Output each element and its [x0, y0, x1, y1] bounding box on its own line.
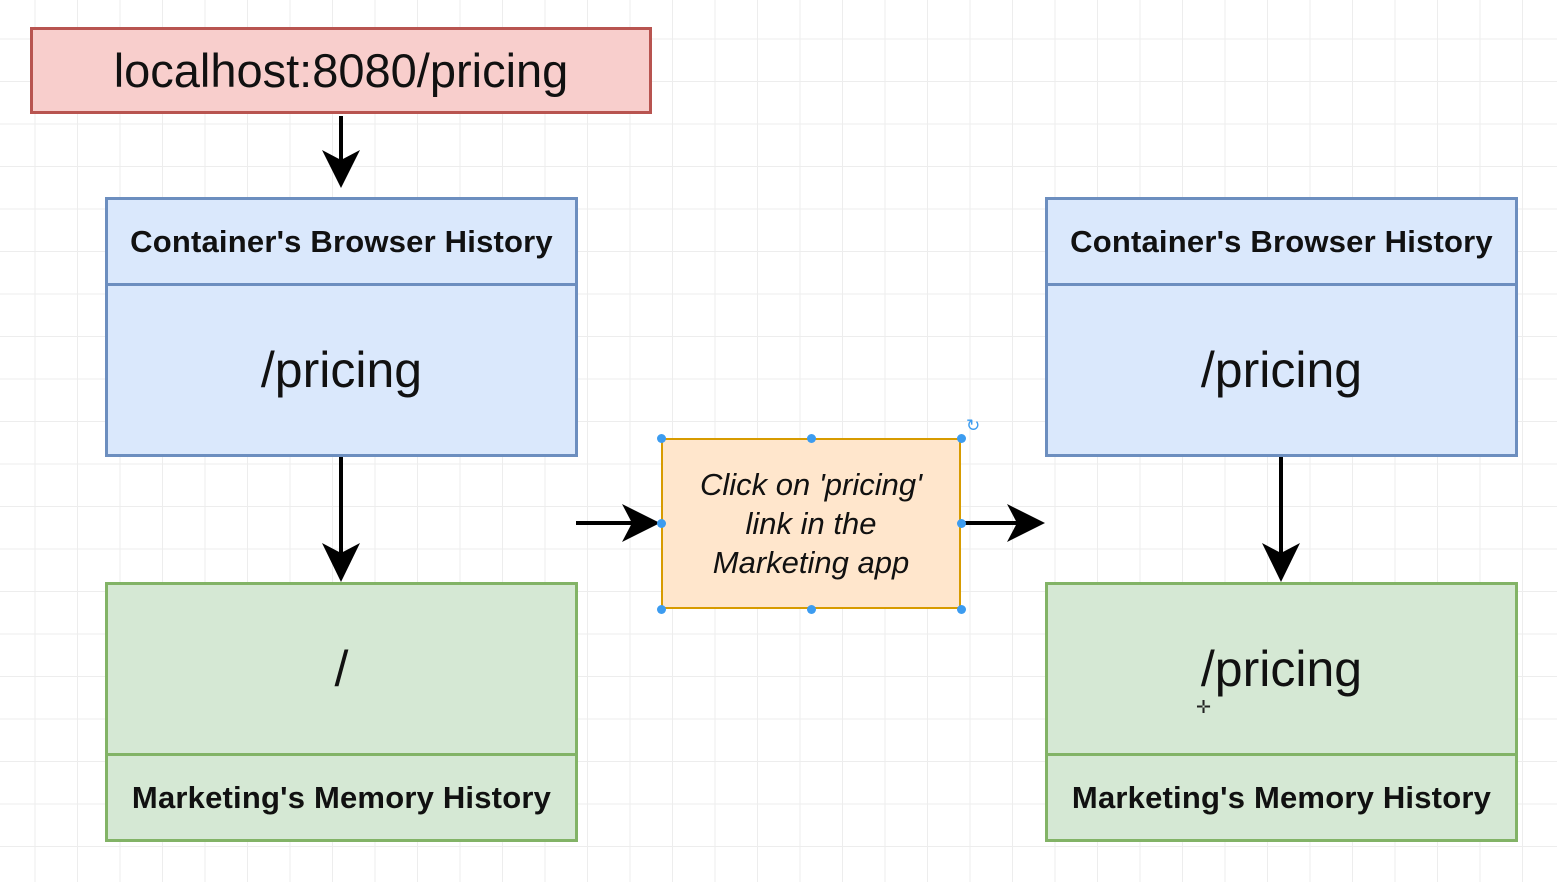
- event-line-3: Marketing app: [712, 545, 910, 580]
- right-memory-history-value: /pricing: [1200, 641, 1363, 697]
- resize-handle-bottom-right[interactable]: [957, 605, 966, 614]
- left-browser-history-value-box[interactable]: /pricing: [105, 283, 578, 457]
- right-browser-history-value: /pricing: [1200, 342, 1363, 398]
- left-browser-history-value: /pricing: [260, 342, 423, 398]
- right-browser-history-value-box[interactable]: /pricing: [1045, 283, 1518, 457]
- url-box[interactable]: localhost:8080/pricing: [30, 27, 652, 114]
- right-browser-history-title: Container's Browser History: [1070, 223, 1493, 259]
- resize-handle-bottom[interactable]: [807, 605, 816, 614]
- right-memory-history-title: Marketing's Memory History: [1071, 779, 1492, 815]
- rotate-handle-icon[interactable]: ↻: [966, 416, 981, 436]
- event-line-2: link in the: [745, 506, 877, 541]
- arrow-left-to-event[interactable]: [576, 504, 660, 542]
- left-memory-history-header[interactable]: Marketing's Memory History: [105, 753, 578, 842]
- right-browser-history-header[interactable]: Container's Browser History: [1045, 197, 1518, 286]
- event-line-1: Click on 'pricing': [699, 467, 923, 502]
- right-memory-history-header[interactable]: Marketing's Memory History: [1045, 753, 1518, 842]
- right-memory-history-value-box[interactable]: /pricing: [1045, 582, 1518, 756]
- arrow-url-to-browser-history[interactable]: [322, 116, 360, 188]
- left-memory-history-title: Marketing's Memory History: [131, 779, 552, 815]
- arrow-event-to-right[interactable]: [963, 504, 1045, 542]
- left-browser-history-title: Container's Browser History: [130, 223, 553, 259]
- resize-handle-top[interactable]: [807, 434, 816, 443]
- url-text: localhost:8080/pricing: [113, 44, 569, 97]
- resize-handle-right[interactable]: [957, 519, 966, 528]
- resize-handle-top-left[interactable]: [657, 434, 666, 443]
- left-memory-history-value-box[interactable]: /: [105, 582, 578, 756]
- move-cursor-icon: ✛: [1196, 697, 1212, 718]
- resize-handle-bottom-left[interactable]: [657, 605, 666, 614]
- left-memory-history-value: /: [334, 641, 349, 697]
- left-browser-history-header[interactable]: Container's Browser History: [105, 197, 578, 286]
- resize-handle-top-right[interactable]: [957, 434, 966, 443]
- arrow-right-browser-to-memory[interactable]: [1262, 457, 1300, 582]
- arrow-left-browser-to-memory[interactable]: [322, 457, 360, 582]
- resize-handle-left[interactable]: [657, 519, 666, 528]
- event-box[interactable]: Click on 'pricing' link in the Marketing…: [661, 438, 961, 609]
